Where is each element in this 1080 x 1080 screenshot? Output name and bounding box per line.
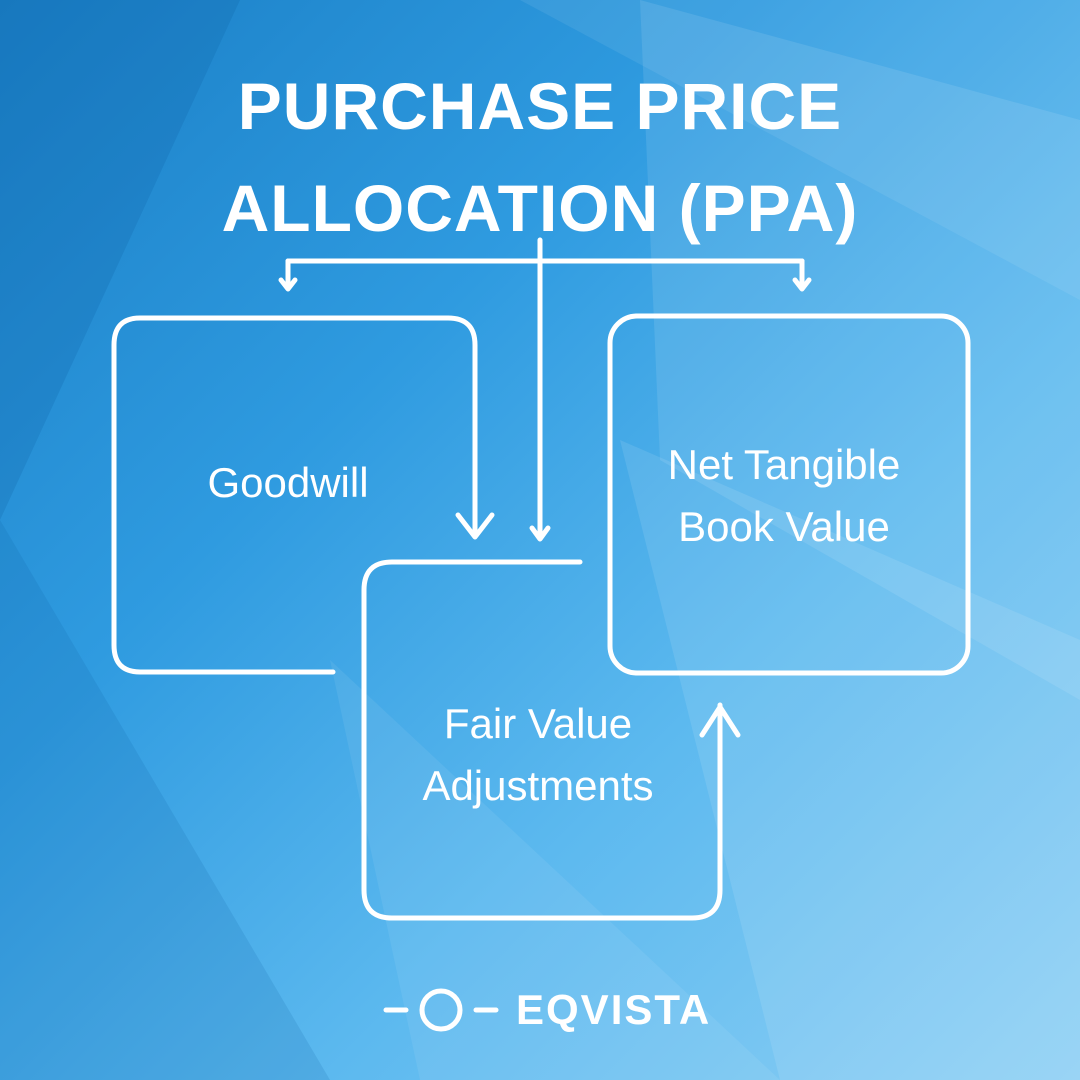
fair-value-label: Fair Value Adjustments [364,693,712,817]
splitter-left-arrow [278,258,298,292]
goodwill-label-text: Goodwill [207,459,369,506]
title-line-1: PURCHASE PRICE [237,69,843,143]
net-tangible-label: Net Tangible Book Value [610,434,958,558]
goodwill-label: Goodwill [114,452,462,514]
net-tangible-box-outline [607,313,971,676]
splitter-right-arrow [792,258,812,292]
goodwill-box-outline [111,315,495,675]
splitter-center-arrow [529,237,551,542]
fair-value-line-2: Adjustments [422,762,654,809]
net-tangible-line-2: Book Value [678,503,890,550]
eqvista-wordmark: EQVISTA [516,986,712,1033]
title-line-2: ALLOCATION (PPA) [221,171,859,245]
eqvista-logo: EQVISTA [380,980,720,1040]
page-title: PURCHASE PRICE ALLOCATION (PPA) [90,55,990,259]
net-tangible-line-1: Net Tangible [667,441,901,488]
fair-value-line-1: Fair Value [443,700,633,747]
fair-value-box-outline [361,559,741,921]
eqvista-logo-icon [383,988,499,1032]
